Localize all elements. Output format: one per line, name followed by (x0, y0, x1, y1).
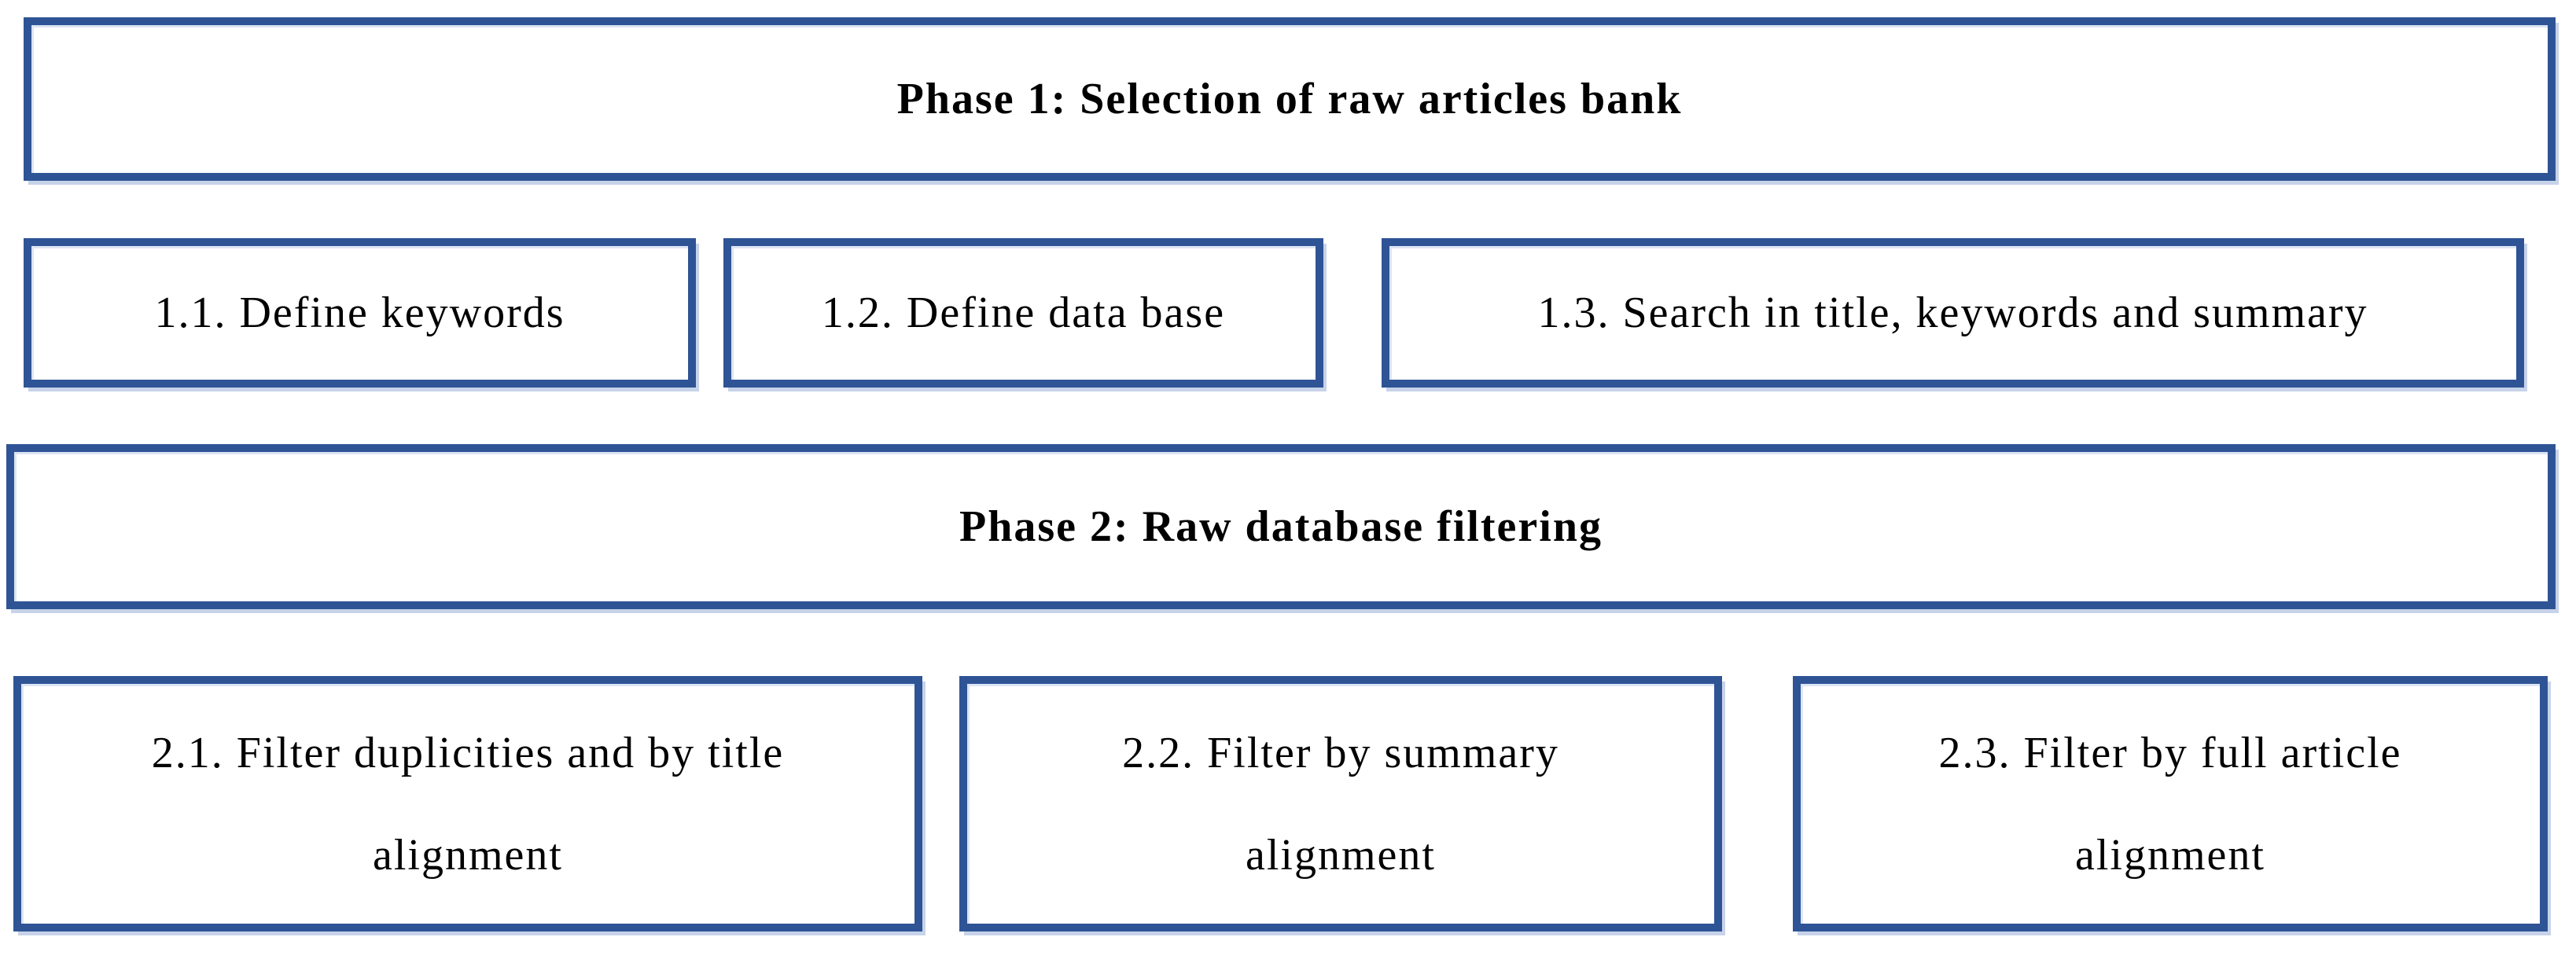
step-box-2-3: 2.3. Filter by full article alignment (1793, 676, 2548, 931)
phase1-header-box: Phase 1: Selection of raw articles bank (24, 17, 2556, 181)
phase2-header-box: Phase 2: Raw database filtering (6, 444, 2556, 609)
step-label-2-2-line2: alignment (1246, 830, 1436, 880)
step-box-1-3: 1.3. Search in title, keywords and summa… (1382, 238, 2524, 388)
phase2-title: Phase 2: Raw database filtering (959, 502, 1603, 551)
step-label-2-1-line2: alignment (373, 830, 563, 880)
step-box-2-2: 2.2. Filter by summary alignment (959, 676, 1722, 931)
step-box-2-1: 2.1. Filter duplicities and by title ali… (13, 676, 922, 931)
step-label-2-1-line1: 2.1. Filter duplicities and by title (151, 728, 785, 777)
step-label-1-3: 1.3. Search in title, keywords and summa… (1537, 288, 2368, 337)
step-box-1-1: 1.1. Define keywords (24, 238, 696, 388)
step-label-2-3-line1: 2.3. Filter by full article (1938, 728, 2402, 777)
phase1-title: Phase 1: Selection of raw articles bank (896, 75, 1683, 123)
step-label-2-3-line2: alignment (2075, 830, 2265, 880)
step-box-1-2: 1.2. Define data base (723, 238, 1323, 388)
step-label-1-1: 1.1. Define keywords (154, 288, 565, 337)
step-label-1-2: 1.2. Define data base (821, 288, 1226, 337)
step-label-2-2-line1: 2.2. Filter by summary (1122, 728, 1559, 777)
